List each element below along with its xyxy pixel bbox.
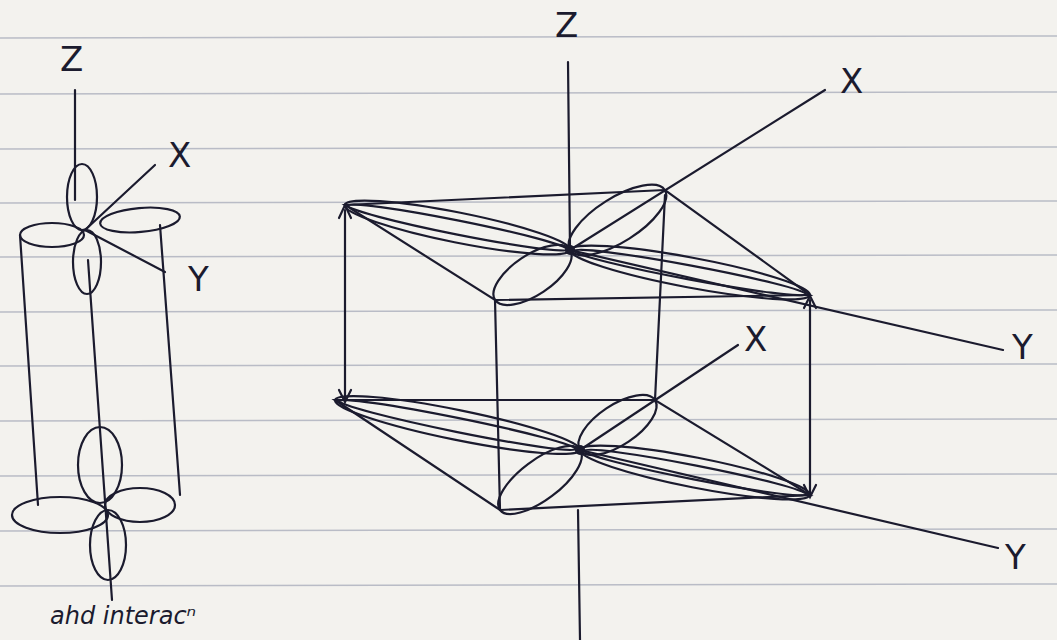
handwritten-note: ahd interacⁿ bbox=[50, 604, 196, 628]
ink-drawing bbox=[12, 62, 1003, 640]
axis-label: Y bbox=[1005, 540, 1026, 574]
ruled-lines bbox=[0, 36, 1057, 586]
axis-label: X bbox=[168, 138, 191, 172]
axis-label: Y bbox=[1012, 330, 1033, 364]
axis-label: X bbox=[744, 322, 767, 356]
axis-label: Z bbox=[555, 8, 578, 42]
axis-label: Y bbox=[188, 262, 209, 296]
axis-label: Z bbox=[60, 42, 83, 76]
axis-label: X bbox=[840, 64, 863, 98]
